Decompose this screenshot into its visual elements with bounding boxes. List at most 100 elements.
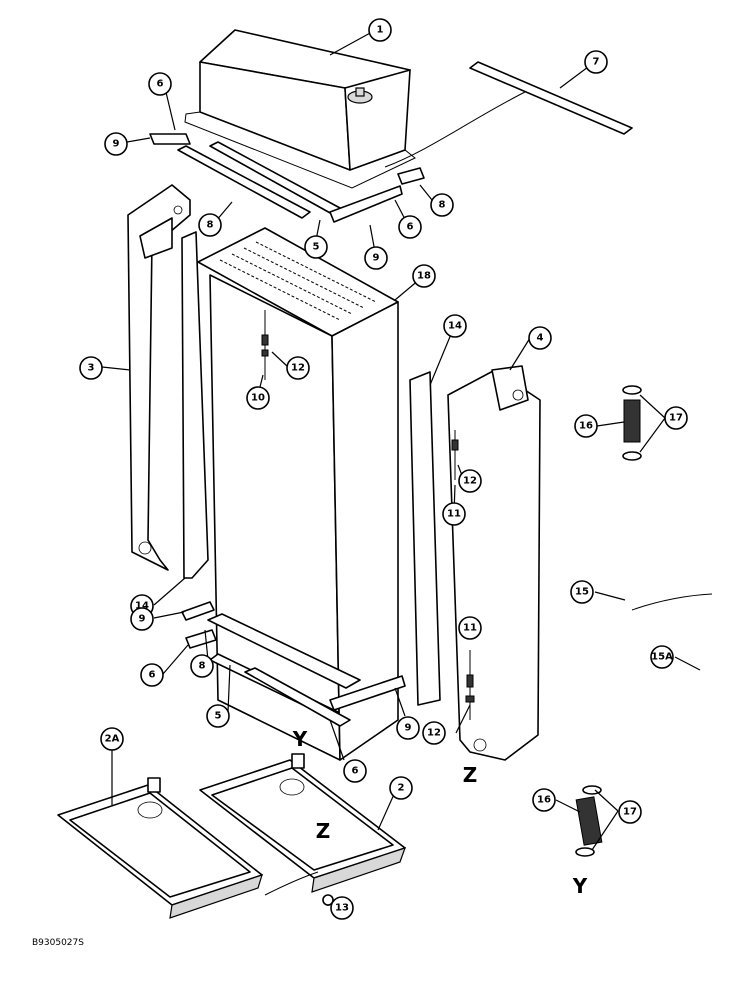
callout-11: 11 [442, 502, 466, 526]
callout-10: 10 [246, 386, 270, 410]
right-seal-strip-part [409, 371, 441, 706]
callout-6: 6 [148, 72, 172, 96]
svg-text:13: 13 [335, 903, 349, 914]
lower-strip-6 [244, 667, 351, 727]
callout-16: 16 [574, 414, 598, 438]
callout-18: 18 [412, 264, 436, 288]
header-tank-part [184, 29, 526, 189]
upper-strip-right [329, 185, 403, 223]
right-bracket-bolt-assembly [451, 430, 459, 480]
spacer-plate-top-left [149, 133, 191, 145]
lower-plate-9 [181, 601, 215, 621]
callout-1: 1 [368, 18, 392, 42]
core-bolt-assembly [261, 310, 269, 380]
connection-letter-y-top: Y [292, 727, 308, 751]
svg-text:6: 6 [149, 670, 156, 681]
callout-15a: 15A [650, 645, 674, 669]
callout-9: 9 [364, 246, 388, 270]
lower-strip-8 [207, 613, 361, 689]
right-side-bracket-part [447, 365, 541, 761]
callout-8: 8 [190, 654, 214, 678]
svg-text:10: 10 [251, 393, 265, 404]
svg-text:2: 2 [398, 783, 405, 794]
bottom-tank-2-part [199, 753, 406, 893]
left-seal-strip-part [181, 231, 209, 579]
svg-text:14: 14 [135, 601, 149, 612]
svg-text:12: 12 [463, 476, 477, 487]
svg-text:6: 6 [352, 766, 359, 777]
upper-strip-8 [177, 145, 311, 219]
svg-text:15A: 15A [651, 652, 673, 663]
hose-16-top [622, 385, 642, 461]
svg-text:1: 1 [377, 25, 384, 36]
svg-text:15: 15 [575, 587, 589, 598]
callout-9: 9 [104, 132, 128, 156]
callout-14: 14 [443, 314, 467, 338]
svg-text:5: 5 [313, 242, 320, 253]
callout-6: 6 [343, 759, 367, 783]
callout-12: 12 [458, 469, 482, 493]
lower-bolt-assembly [465, 650, 475, 720]
callout-5: 5 [206, 704, 230, 728]
figure-id: B9305027S [32, 938, 84, 948]
connection-letter-y-bottom: Y [572, 874, 588, 898]
svg-text:2A: 2A [105, 734, 120, 745]
svg-text:14: 14 [448, 321, 462, 332]
svg-text:6: 6 [157, 79, 164, 90]
callout-11: 11 [458, 616, 482, 640]
connection-letter-z-mid: Z [316, 819, 331, 843]
callout-3: 3 [79, 356, 103, 380]
callout-15: 15 [570, 580, 594, 604]
connection-letters: Y Z Z Y [292, 727, 588, 898]
svg-text:4: 4 [537, 333, 544, 344]
callout-8: 8 [430, 193, 454, 217]
callout-12: 12 [286, 356, 310, 380]
svg-text:9: 9 [373, 253, 380, 264]
svg-text:5: 5 [215, 711, 222, 722]
callout-17: 17 [664, 406, 688, 430]
callout-12: 12 [422, 721, 446, 745]
svg-text:3: 3 [88, 363, 95, 374]
svg-text:17: 17 [669, 413, 683, 424]
svg-text:11: 11 [463, 623, 477, 634]
radiator-core-part [197, 227, 399, 761]
svg-text:8: 8 [199, 661, 206, 672]
callout-7: 7 [584, 50, 608, 74]
callout-9: 9 [130, 607, 154, 631]
svg-text:16: 16 [537, 795, 551, 806]
callout-2: 2 [389, 776, 413, 800]
callout-4: 4 [528, 326, 552, 350]
callout-6: 6 [140, 663, 164, 687]
svg-text:17: 17 [623, 807, 637, 818]
callout-5: 5 [304, 235, 328, 259]
svg-text:9: 9 [405, 723, 412, 734]
svg-text:9: 9 [139, 614, 146, 625]
svg-text:6: 6 [407, 222, 414, 233]
svg-text:9: 9 [113, 139, 120, 150]
bottom-tank-2a-part [57, 777, 263, 919]
top-flat-strip-part [469, 61, 633, 135]
callout-9: 9 [396, 716, 420, 740]
svg-text:16: 16 [579, 421, 593, 432]
left-side-bracket-part [127, 184, 191, 571]
lower-plate-6 [185, 629, 217, 649]
svg-text:12: 12 [427, 728, 441, 739]
callout-17: 17 [618, 800, 642, 824]
svg-text:12: 12 [291, 363, 305, 374]
callout-13: 13 [330, 896, 354, 920]
callout-16: 16 [532, 788, 556, 812]
callout-8: 8 [198, 213, 222, 237]
hose-16-bottom [575, 785, 603, 857]
connection-letter-z-right: Z [463, 763, 478, 787]
callout-6: 6 [398, 215, 422, 239]
lower-strip-right [329, 675, 406, 711]
svg-text:7: 7 [593, 57, 600, 68]
svg-text:11: 11 [447, 509, 461, 520]
svg-text:18: 18 [417, 271, 431, 282]
tube-15-part [589, 459, 632, 781]
svg-text:8: 8 [439, 200, 446, 211]
svg-text:8: 8 [207, 220, 214, 231]
upper-plate-8-right [397, 167, 425, 185]
callout-2a: 2A [100, 727, 124, 751]
